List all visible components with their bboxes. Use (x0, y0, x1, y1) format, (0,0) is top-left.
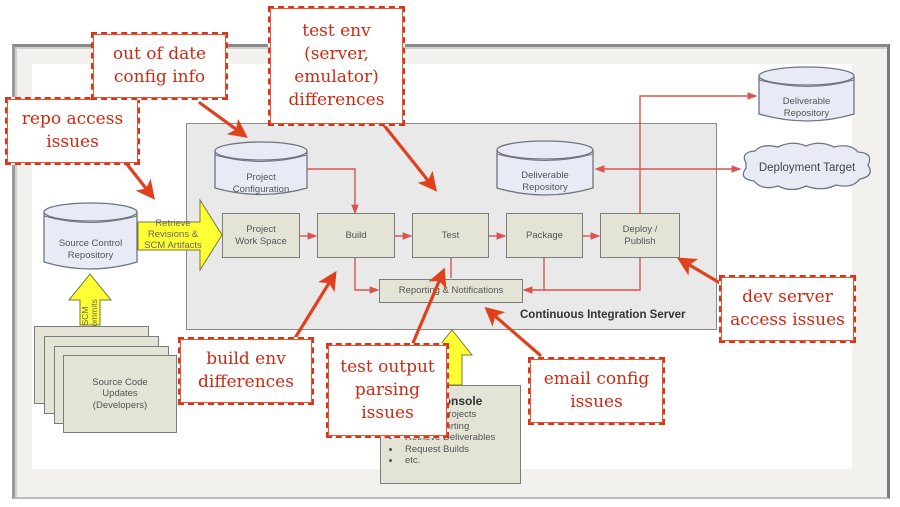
retrieve-revisions-arrow (137, 198, 223, 272)
flow-connectors (300, 92, 758, 294)
email-config-arrow (484, 306, 542, 357)
inner-deliverable-repository-label: Deliverable Repository (521, 170, 569, 193)
project-configuration-label: Project Configuration (232, 172, 290, 195)
source-control-repository-cylinder (43, 202, 138, 270)
step-test: Test (412, 213, 489, 258)
ci-server-label: Continuous Integration Server (520, 309, 686, 321)
inner-deliverable-repository-cylinder (496, 140, 594, 196)
callout-test-env-differences: test env(server,emulator)differences (268, 6, 405, 126)
deployment-target-cloud (742, 142, 871, 191)
dev-server-arrow (676, 257, 722, 285)
retrieve-revisions-label: Retrieve Revisions & SCM Artifacts (144, 218, 202, 251)
step-build: Build (317, 213, 395, 258)
project-configuration-cylinder (214, 141, 308, 196)
console-item: Retrieve Deliverables (401, 432, 514, 444)
test-output-arrow (411, 267, 447, 345)
source-control-label: Source Control Repository (58, 238, 123, 261)
out-of-date-config-arrow (198, 101, 248, 138)
step-package: Package (506, 213, 583, 258)
step-deploy-publish: Deploy /Publish (600, 213, 680, 258)
deployment-target-label: Deployment Target (758, 162, 856, 174)
console-item: etc. (401, 455, 514, 467)
repo-access-arrow (124, 161, 155, 200)
console-item: Request Builds (401, 444, 514, 456)
build-env-arrow (293, 270, 337, 340)
test-env-arrow (381, 122, 437, 192)
outer-deliverable-repository-label: Deliverable Repository (782, 96, 831, 119)
developer-card-source-code-updates: Source Code Updates (Developers) (63, 355, 177, 433)
reporting-notifications: Reporting & Notifications (379, 279, 523, 303)
scm-commits-arrow (67, 273, 113, 326)
outer-deliverable-repository-cylinder (758, 66, 855, 122)
